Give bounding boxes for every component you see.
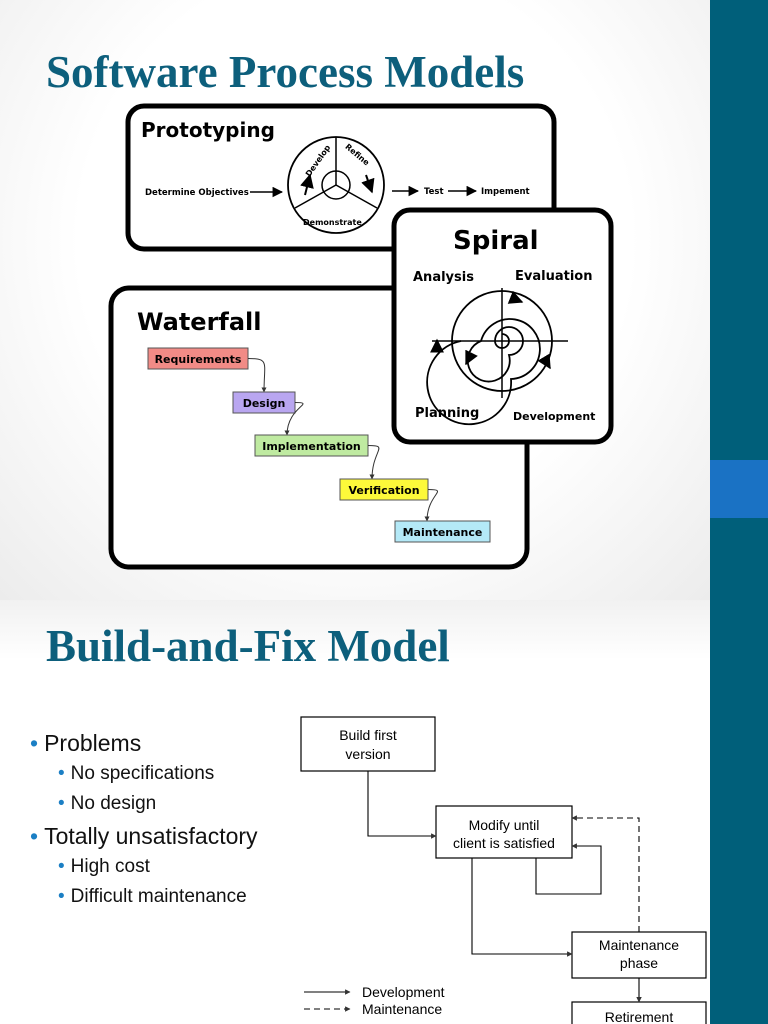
legend-maintenance: Maintenance [362, 1001, 442, 1017]
spiral-path [426, 318, 541, 426]
waterfall-connector [424, 489, 439, 522]
waterfall-connector [367, 445, 380, 480]
bullet-dot: • [58, 886, 65, 907]
modify-box: Modify until client is satisfied [435, 805, 573, 859]
sub-bullet-item: •No specifications [58, 763, 215, 784]
analysis-label: Analysis [413, 270, 474, 285]
evaluation-label: Evaluation [515, 269, 592, 284]
bullet-dot: • [58, 856, 65, 877]
process-models-diagram: Prototyping Determine Objectives Develop… [108, 103, 614, 570]
waterfall-step-label: Verification [348, 484, 419, 497]
sidebar-accent-block [710, 460, 768, 518]
bullet-dot: • [30, 730, 39, 756]
retirement-box: Retirement [571, 1001, 707, 1024]
sub-bullet-item: •No design [58, 793, 157, 814]
maintenance-phase-box: Maintenance phase [571, 931, 707, 979]
svg-text:client is satisfied: client is satisfied [453, 835, 555, 851]
waterfall-label: Waterfall [137, 308, 262, 336]
svg-text:phase: phase [620, 955, 658, 971]
bullet-item: •Problems [30, 730, 142, 756]
waterfall-panel: Waterfall RequirementsDesignImplementati… [108, 285, 530, 570]
diagram-legend: Development Maintenance [304, 984, 445, 1017]
bullet-item: •Totally unsatisfactory [30, 823, 258, 849]
bullet-dot: • [30, 823, 39, 849]
build-and-fix-diagram: Build first version Modify until client … [300, 716, 707, 1024]
slide-software-process-models: Software Process Models Prototyping Dete… [0, 0, 710, 600]
spiral-label: Spiral [453, 226, 539, 256]
slide-title: Software Process Models [46, 47, 525, 97]
bullet-list: •Problems •No specifications •No design … [30, 730, 258, 916]
waterfall-step-label: Implementation [262, 440, 361, 453]
sub-bullet-item: •Difficult maintenance [58, 886, 247, 907]
svg-text:Build first: Build first [339, 727, 397, 743]
slide-title: Build-and-Fix Model [46, 621, 450, 671]
sub-bullet-item: •High cost [58, 856, 150, 877]
svg-text:Modify until: Modify until [469, 817, 540, 833]
svg-text:version: version [345, 746, 390, 762]
waterfall-steps: RequirementsDesignImplementationVerifica… [147, 347, 491, 543]
waterfall-connector [284, 402, 304, 436]
prototyping-label: Prototyping [141, 118, 275, 142]
demonstrate-label: Demonstrate [303, 218, 362, 227]
bullet-dot: • [58, 763, 65, 784]
spiral-panel: Spiral Analysis Evaluation Planning Deve… [391, 207, 614, 445]
development-label: Development [513, 410, 595, 423]
waterfall-step-label: Design [243, 397, 286, 410]
build-first-version-box: Build first version [300, 716, 436, 772]
waterfall-connector [247, 358, 267, 393]
waterfall-step-box [394, 520, 491, 543]
legend-development: Development [362, 984, 445, 1000]
test-label: Test [424, 187, 444, 197]
bullet-dot: • [58, 793, 65, 814]
waterfall-step-label: Maintenance [403, 526, 483, 539]
svg-text:Maintenance: Maintenance [599, 937, 679, 953]
determine-objectives-label: Determine Objectives [145, 188, 249, 198]
implement-label: Impement [481, 187, 530, 197]
planning-label: Planning [415, 406, 479, 421]
svg-text:Retirement: Retirement [605, 1009, 674, 1024]
waterfall-step-label: Requirements [155, 353, 242, 366]
